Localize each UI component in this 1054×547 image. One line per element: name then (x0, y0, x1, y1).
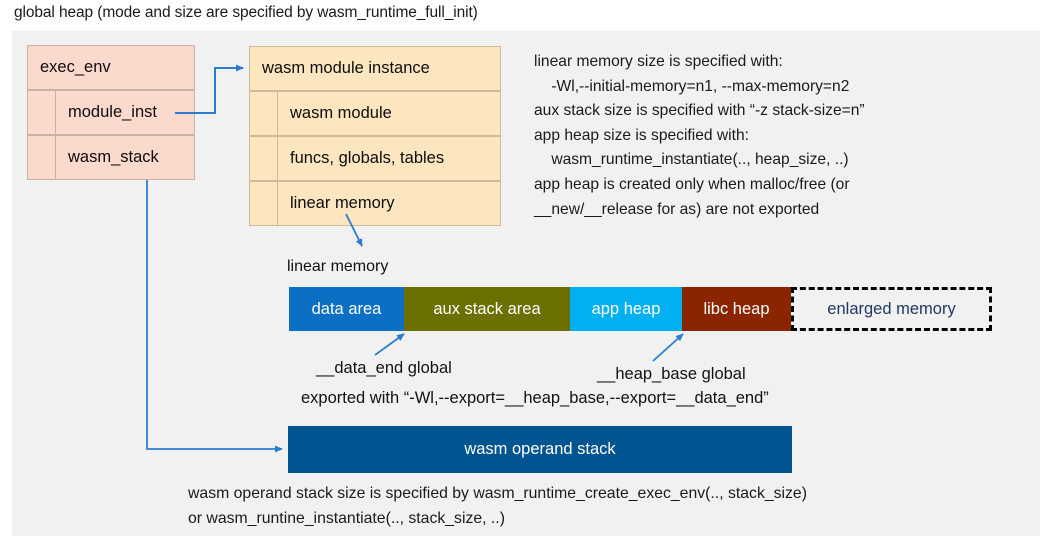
memory-segment-enlarged-memory: enlarged memory (791, 287, 992, 331)
memory-segment-app-heap-label: app heap (591, 299, 661, 318)
linear-memory-bar: data area aux stack area app heap libc h… (289, 287, 992, 331)
memory-segment-aux-stack-area-label: aux stack area (433, 299, 541, 318)
memory-segment-app-heap: app heap (570, 287, 682, 331)
operand-stack-notes: wasm operand stack size is specified by … (188, 485, 807, 527)
exec-env-field-module-inst: module_inst (27, 90, 195, 135)
module-instance-indent-rail-1 (250, 92, 278, 135)
module-instance-field-linear-memory: linear memory (249, 181, 501, 226)
exec-env-field-module-inst-label: module_inst (68, 103, 157, 121)
module-instance-field-funcs-globals-tables-label: funcs, globals, tables (290, 149, 445, 167)
exec-env-header-label: exec_env (40, 58, 111, 76)
module-instance-field-funcs-globals-tables: funcs, globals, tables (249, 136, 501, 181)
module-instance-field-wasm-module-label: wasm module (290, 104, 392, 122)
linear-memory-caption: linear memory (287, 258, 389, 275)
annotation-heap-base: __heap_base global (597, 365, 746, 383)
module-instance-header-label: wasm module instance (262, 59, 430, 77)
exec-env-header: exec_env (27, 45, 195, 90)
module-instance-header: wasm module instance (249, 46, 501, 91)
memory-segment-data-area: data area (289, 287, 404, 331)
exec-env-indent-rail-2 (28, 136, 56, 179)
exec-env-field-wasm-stack: wasm_stack (27, 135, 195, 180)
memory-segment-data-area-label: data area (311, 299, 382, 318)
exec-env-field-wasm-stack-label: wasm_stack (68, 148, 159, 166)
module-instance-indent-rail-2 (250, 137, 278, 180)
linear-memory-notes: linear memory size is specified with: -W… (534, 53, 865, 218)
page-title: global heap (mode and size are specified… (14, 4, 478, 21)
annotation-data-end: __data_end global (316, 359, 452, 377)
module-instance-field-linear-memory-label: linear memory (290, 194, 395, 212)
module-instance-field-wasm-module: wasm module (249, 91, 501, 136)
wasm-operand-stack-label: wasm operand stack (464, 440, 616, 458)
annotation-exported-with: exported with “-Wl,--export=__heap_base,… (301, 389, 769, 407)
memory-segment-libc-heap: libc heap (682, 287, 791, 331)
memory-segment-aux-stack-area: aux stack area (404, 287, 570, 331)
wasm-operand-stack-bar: wasm operand stack (288, 426, 792, 473)
memory-segment-enlarged-memory-label: enlarged memory (827, 299, 956, 318)
module-instance-indent-rail-3 (250, 182, 278, 225)
memory-segment-libc-heap-label: libc heap (703, 299, 770, 318)
exec-env-indent-rail-1 (28, 91, 56, 134)
